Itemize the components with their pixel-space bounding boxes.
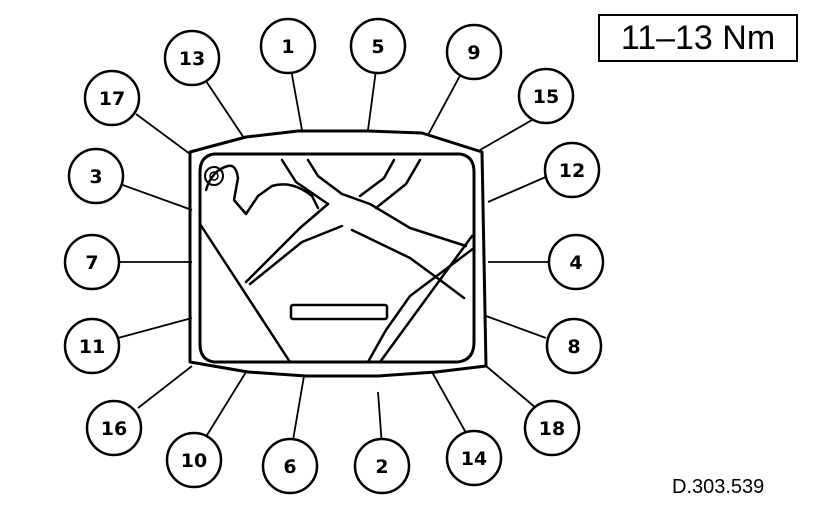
bolt-callout-3: 3 <box>67 147 125 205</box>
bolt-label: 4 <box>569 252 582 274</box>
bolt-callout-10: 10 <box>165 431 223 489</box>
diagram-reference-number: D.303.539 <box>672 476 765 498</box>
bolt-label: 1 <box>281 36 294 58</box>
bolt-label: 2 <box>375 456 388 478</box>
bolt-callout-12: 12 <box>543 141 601 199</box>
leader-lines <box>117 63 549 447</box>
torque-spec-text: 11–13 Nm <box>620 18 776 57</box>
bolt-callout-8: 8 <box>545 317 603 375</box>
bolt-label: 13 <box>179 48 205 70</box>
bolt-label: 3 <box>89 166 102 188</box>
bolt-callout-18: 18 <box>523 399 581 457</box>
bolt-callout-17: 17 <box>83 69 141 127</box>
pan-ribs <box>198 158 476 364</box>
bolt-callout-2: 2 <box>353 437 411 495</box>
bolt-callout-7: 7 <box>63 233 121 291</box>
bolt-callout-16: 16 <box>85 399 143 457</box>
bolt-label: 5 <box>371 36 384 58</box>
bolt-label: 18 <box>539 418 565 440</box>
bolt-label: 9 <box>467 42 480 64</box>
bolt-label: 6 <box>283 456 296 478</box>
bolt-label: 7 <box>85 252 98 274</box>
bolt-label: 14 <box>461 448 487 470</box>
bolt-callout-14: 14 <box>445 429 503 487</box>
bolt-callout-9: 9 <box>445 23 503 81</box>
bolt-callouts: 1 2 3 4 5 6 7 8 9 10 11 12 13 14 15 16 1… <box>63 17 605 495</box>
bolt-callout-5: 5 <box>349 17 407 75</box>
bolt-label: 10 <box>181 450 207 472</box>
bolt-label: 8 <box>567 336 580 358</box>
bolt-callout-15: 15 <box>517 67 575 125</box>
bolt-label: 11 <box>79 336 105 358</box>
bolt-label: 17 <box>99 88 125 110</box>
bolt-callout-4: 4 <box>547 233 605 291</box>
bolt-callout-11: 11 <box>63 317 121 375</box>
torque-spec-box: 11–13 Nm <box>598 14 798 62</box>
bolt-label: 15 <box>533 86 559 108</box>
bolt-label: 12 <box>559 160 585 182</box>
bolt-label: 16 <box>101 418 127 440</box>
bolt-callout-13: 13 <box>163 29 221 87</box>
bolt-callout-1: 1 <box>259 17 317 75</box>
bolt-callout-6: 6 <box>261 437 319 495</box>
